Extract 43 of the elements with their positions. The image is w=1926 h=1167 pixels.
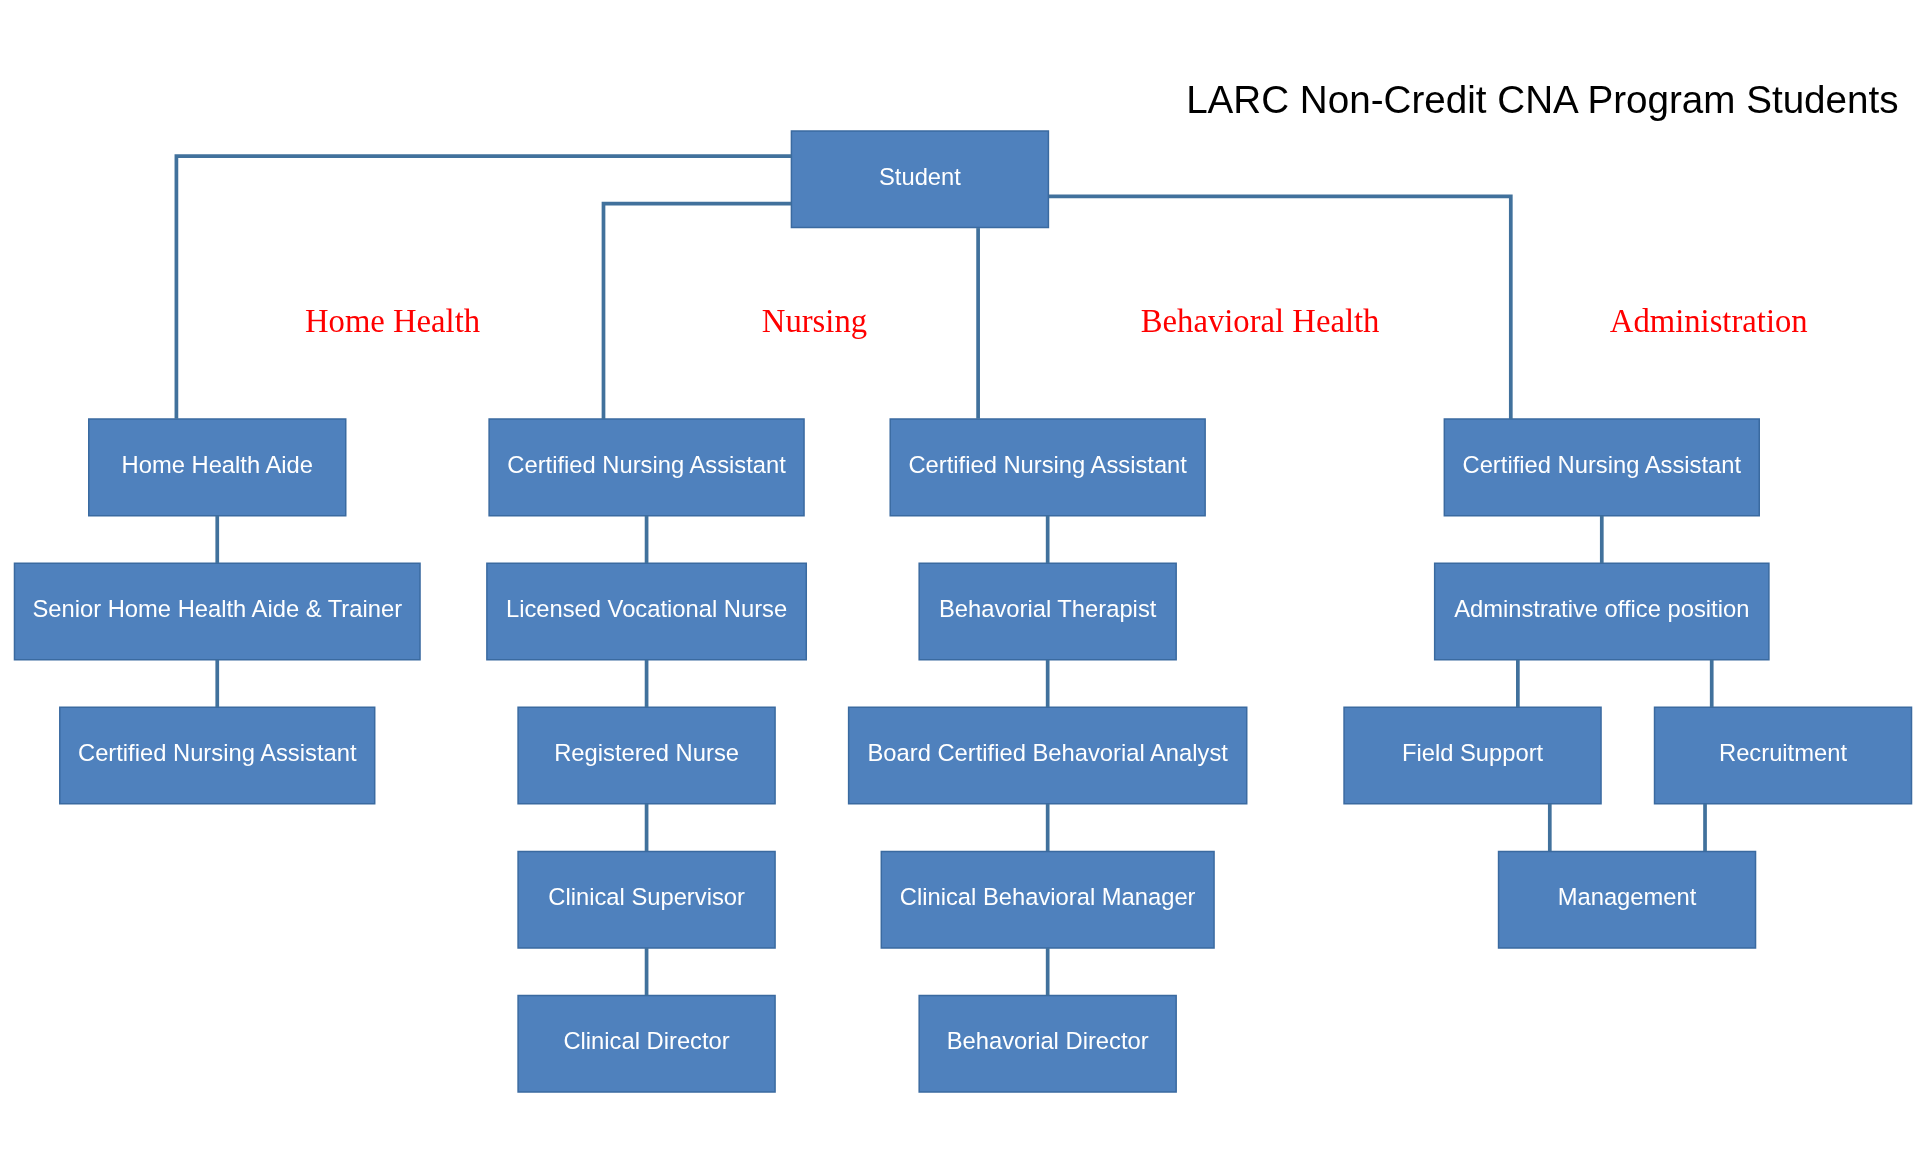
connector	[1547, 803, 1552, 851]
node-box: Registered Nurse	[517, 706, 776, 805]
connector	[976, 227, 980, 419]
connector	[1045, 947, 1050, 995]
connector	[644, 947, 649, 995]
node-box: Licensed Vocational Nurse	[486, 561, 807, 660]
connector	[644, 659, 649, 707]
node-box: Certified Nursing Assistant	[889, 417, 1206, 516]
connector	[1045, 803, 1050, 851]
node-box: Clinical Supervisor	[517, 850, 776, 949]
node-box: Adminstrative office position	[1433, 561, 1770, 660]
connector	[215, 515, 220, 563]
node-box: Student	[790, 129, 1050, 228]
node-box: Home Health Aide	[88, 417, 347, 516]
diagram-title: LARC Non-Credit CNA Program Students	[1186, 77, 1899, 121]
node-box: Certified Nursing Assistant	[59, 706, 376, 805]
node-box: Behavorial Therapist	[918, 561, 1177, 660]
node-box: Management	[1497, 850, 1757, 949]
connector	[215, 659, 220, 707]
connector	[644, 803, 649, 851]
label: Nursing	[761, 302, 868, 339]
connector	[1703, 803, 1707, 851]
node-box: Behavorial Director	[918, 994, 1177, 1093]
connector	[601, 201, 792, 419]
connector	[1599, 515, 1604, 563]
connector	[1045, 659, 1050, 707]
node-box: Recruitment	[1653, 706, 1913, 805]
node-box: Clinical Director	[517, 994, 776, 1093]
connector	[1709, 659, 1714, 707]
node-box: Clinical Behavioral Manager	[880, 850, 1215, 949]
label: Behavioral Health	[1140, 302, 1380, 339]
label: Administration	[1609, 302, 1808, 339]
node-box: Field Support	[1343, 706, 1602, 805]
connector	[644, 515, 649, 563]
node-box: Board Certified Behavorial Analyst	[847, 706, 1248, 805]
node-box: Senior Home Health Aide & Trainer	[13, 561, 421, 660]
node-box: Certified Nursing Assistant	[1443, 417, 1760, 516]
connector	[1048, 193, 1513, 419]
connector	[1045, 515, 1050, 563]
connector	[1516, 659, 1520, 707]
label: Home Health	[304, 302, 481, 339]
node-box: Certified Nursing Assistant	[488, 417, 805, 516]
connector	[174, 153, 792, 419]
